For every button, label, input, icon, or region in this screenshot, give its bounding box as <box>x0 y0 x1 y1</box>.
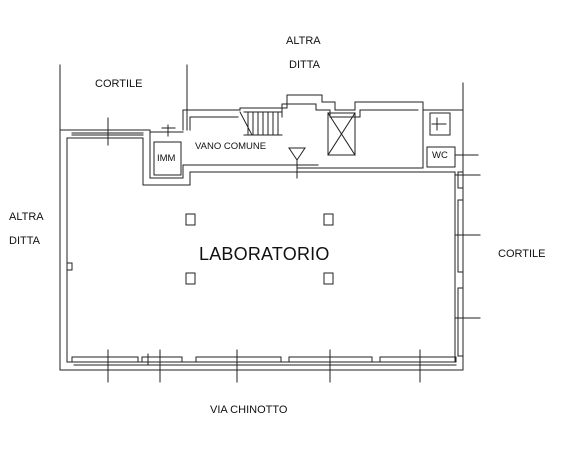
elevator-shaft <box>327 112 356 156</box>
pillar <box>323 272 334 285</box>
label-altra-ditta-top: ALTRA <box>286 35 321 47</box>
label-wc: WC <box>432 150 448 161</box>
pillar <box>323 213 334 226</box>
right-windows <box>454 171 481 357</box>
label-cortile-top: CORTILE <box>95 78 143 90</box>
vano-comune-wall <box>182 94 424 131</box>
label-laboratorio: LABORATORIO <box>199 244 330 264</box>
top-windows <box>71 117 176 146</box>
label-imm: IMM <box>157 153 176 164</box>
imm-room <box>153 141 182 176</box>
vano-comune-inner-wall <box>189 103 419 131</box>
stairs <box>239 111 283 136</box>
label-vano-comune: VANO COMUNE <box>195 141 267 152</box>
label-altra-ditta-top: DITTA <box>289 59 320 71</box>
pillar <box>185 272 196 285</box>
triangle-marker <box>288 147 306 161</box>
wc-shaft <box>429 112 451 136</box>
label-altra-ditta-left: ALTRA <box>9 211 44 223</box>
bottom-windows <box>71 349 457 383</box>
label-cortile-right: CORTILE <box>498 248 546 260</box>
pillar <box>185 213 196 226</box>
wc-room <box>426 146 456 168</box>
label-altra-ditta-left: DITTA <box>9 235 40 247</box>
label-via: VIA CHINOTTO <box>210 404 288 416</box>
